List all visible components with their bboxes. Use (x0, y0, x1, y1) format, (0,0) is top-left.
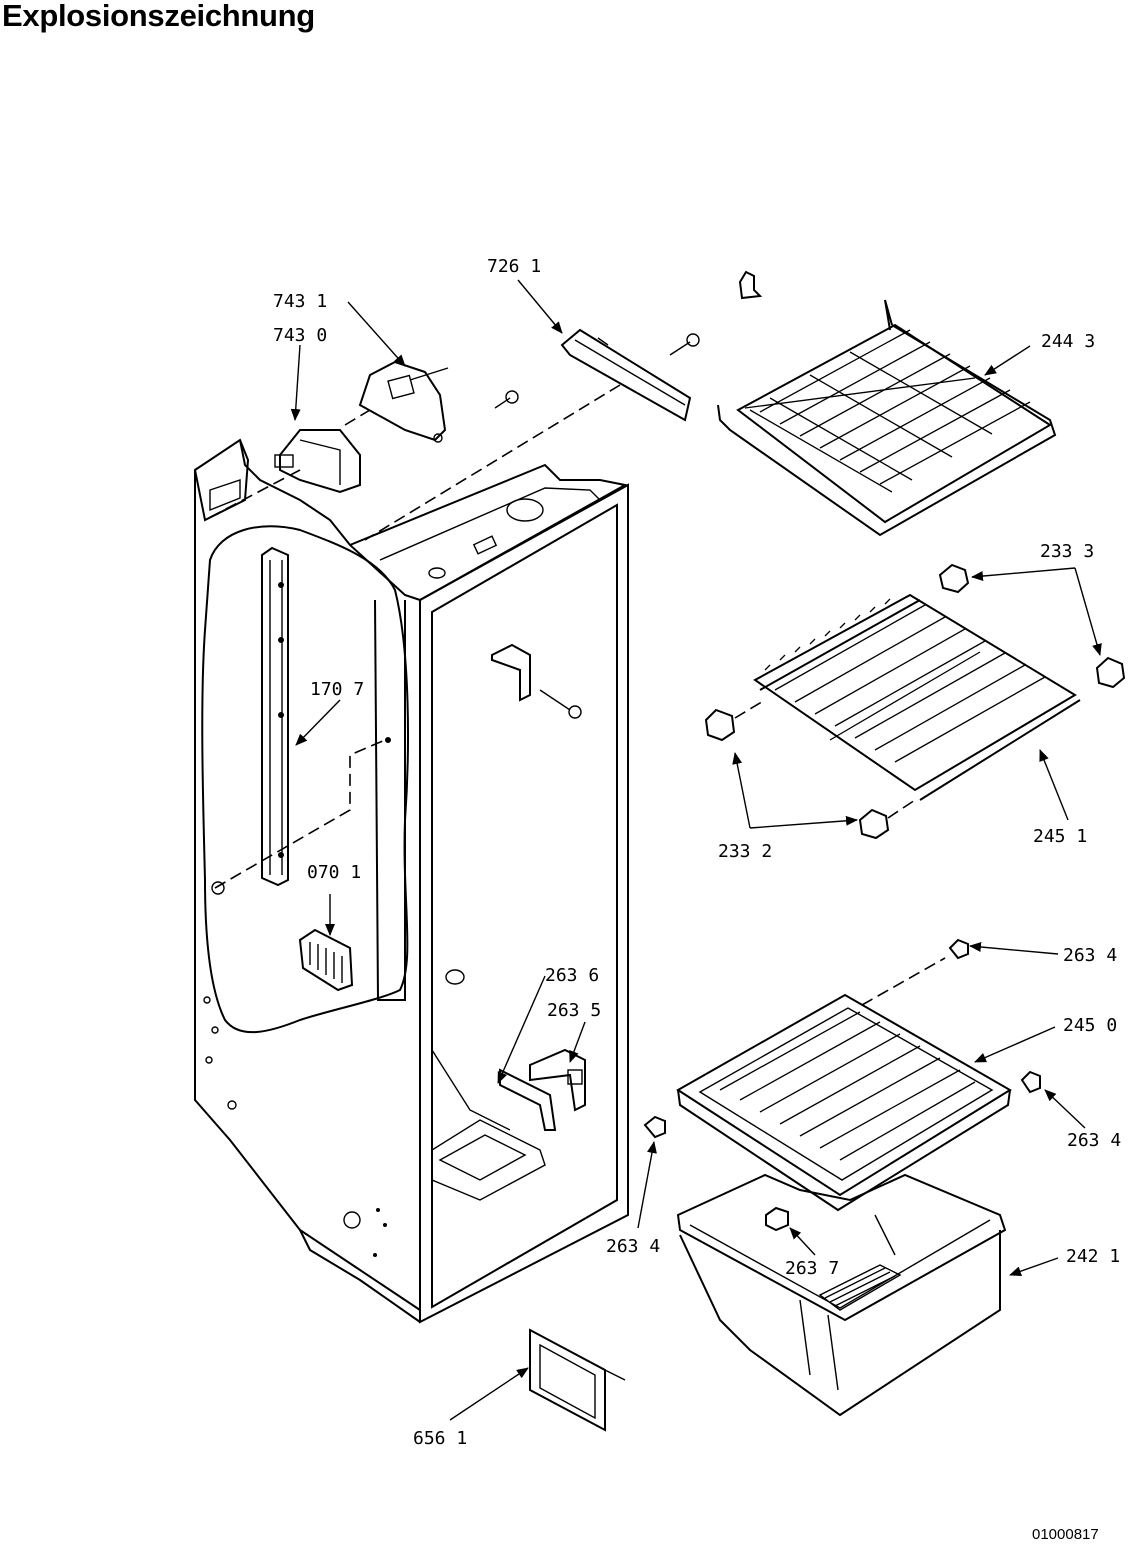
label-656-1: 656 1 (413, 1428, 467, 1449)
label-263-6: 263 6 (545, 965, 599, 986)
wire-shelf-top-part (717, 299, 1057, 537)
label-170-7: 170 7 (310, 679, 364, 700)
label-244-3: 244 3 (1041, 331, 1095, 352)
label-743-1: 743 1 (273, 291, 327, 312)
screw-left-part (643, 1115, 666, 1139)
document-id: 01000817 (1032, 1526, 1099, 1543)
label-242-1: 242 1 (1066, 1246, 1120, 1267)
back-channel-part (211, 546, 391, 895)
page-title: Explosionszeichnung (2, 0, 315, 33)
crisper-drawer-part (676, 1173, 1007, 1417)
label-245-0: 245 0 (1063, 1015, 1117, 1036)
cover-plate-part (529, 1328, 626, 1432)
label-263-7: 263 7 (785, 1258, 839, 1279)
shelf-support-left-part (704, 699, 766, 742)
label-263-4-top: 263 4 (1063, 945, 1117, 966)
label-263-5: 263 5 (547, 1000, 601, 1021)
top-rail-part (364, 328, 700, 541)
leader-lines (290, 279, 1102, 1421)
fan-bracket-part (344, 360, 519, 443)
label-233-3: 233 3 (1040, 541, 1094, 562)
vent-grille-part (298, 928, 354, 992)
shelf-support-bottom-part (858, 799, 916, 840)
wire-shelf-middle-part (753, 593, 1081, 801)
part-labels: 726 1 743 1 743 0 244 3 233 3 170 7 245 … (273, 256, 1121, 1449)
label-743-0: 743 0 (273, 325, 327, 346)
shelf-support-topright-part (938, 563, 970, 594)
label-726-1: 726 1 (487, 256, 541, 277)
label-245-1: 245 1 (1033, 826, 1087, 847)
label-263-4-left: 263 4 (606, 1236, 660, 1257)
cabinet (193, 438, 629, 1324)
screw-top-part (948, 938, 969, 960)
small-clip-part (738, 270, 763, 300)
label-233-2: 233 2 (718, 841, 772, 862)
label-070-1: 070 1 (307, 862, 361, 883)
screw-right-part (1020, 1070, 1041, 1094)
glass-shelf-part (676, 957, 1012, 1212)
label-263-4-right: 263 4 (1067, 1130, 1121, 1151)
fan-housing-part (204, 429, 361, 521)
shelf-support-right-part (1095, 656, 1126, 689)
